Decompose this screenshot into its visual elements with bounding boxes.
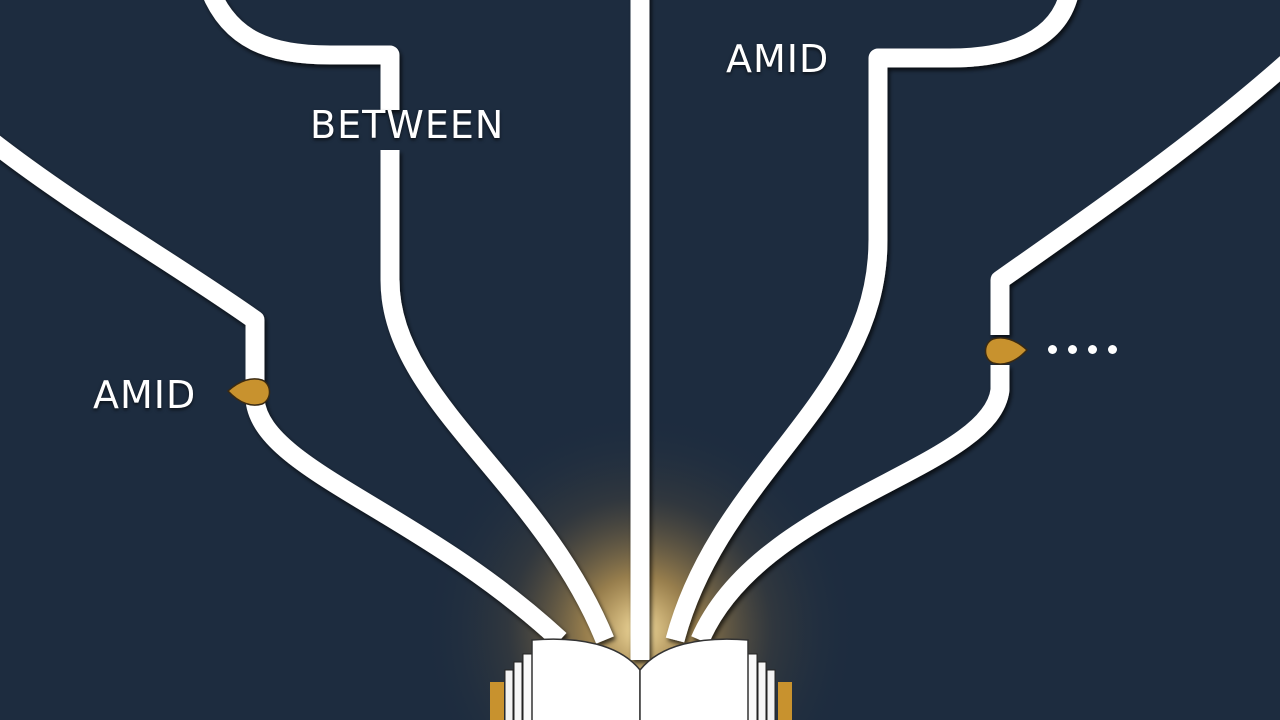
dot (1068, 345, 1077, 354)
path-far-left (0, 135, 567, 647)
label-amid-left: AMID (93, 373, 197, 417)
dot (1048, 345, 1057, 354)
path-far-right (691, 56, 1280, 644)
label-amid-top: AMID (726, 37, 830, 81)
open-book (490, 638, 792, 720)
path-between (204, 0, 614, 644)
dot (1088, 345, 1097, 354)
left-branch-marker (226, 378, 271, 406)
right-branch-marker (984, 337, 1029, 365)
ellipsis-dots (1048, 345, 1117, 354)
dot (1108, 345, 1117, 354)
label-between: BETWEEN (310, 103, 505, 147)
path-right-center (665, 0, 1078, 643)
